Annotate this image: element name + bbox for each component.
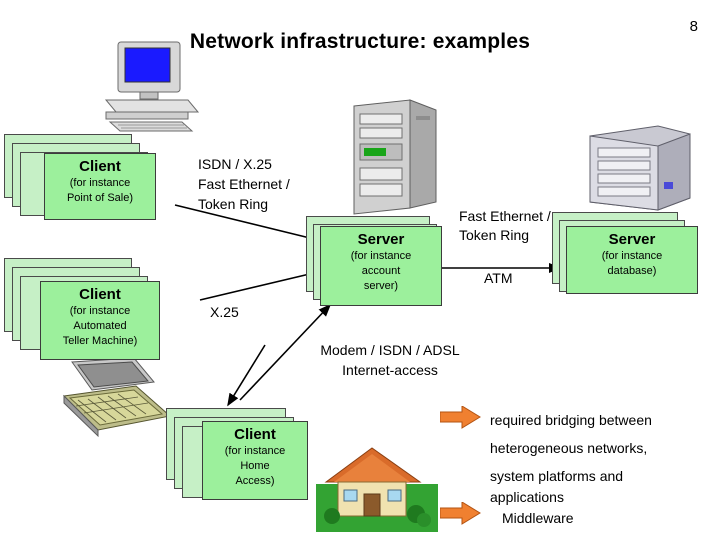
server-database-node[interactable]: Server (for instance database): [552, 212, 702, 308]
server-account-sub3: server): [363, 280, 399, 292]
legend-line-1: required bridging between: [490, 412, 652, 428]
client-home-node[interactable]: Client (for instance Home Access): [166, 408, 336, 512]
arrow-right-icon: [440, 406, 481, 429]
legend-line-2: heterogeneous networks,: [490, 440, 648, 456]
server-account-title: Server: [357, 231, 405, 248]
client-atm-sub2: Automated: [73, 320, 127, 332]
link-label-fast-ethernet-2: Fast Ethernet /: [459, 208, 551, 224]
link-label-fast-ethernet-1: Fast Ethernet /: [198, 176, 290, 192]
slide-number: 8: [689, 18, 698, 35]
server-database-title: Server: [608, 231, 656, 248]
client-pos-sub2: Point of Sale): [66, 192, 134, 204]
legend-line-3: system platforms and: [490, 468, 624, 484]
link-label-modem: Modem / ISDN / ADSL: [320, 342, 460, 358]
server-database-sub2: database): [607, 265, 657, 277]
client-pos-box[interactable]: Client (for instance Point of Sale): [44, 153, 156, 220]
server-database-box[interactable]: Server (for instance database): [566, 226, 698, 294]
server-account-sub1: (for instance: [350, 250, 412, 262]
server-account-box[interactable]: Server (for instance account server): [320, 226, 442, 306]
link-label-x25: X.25: [210, 304, 239, 320]
server-database-sub1: (for instance: [601, 250, 663, 262]
server-tower-icon: [353, 99, 437, 215]
client-atm-box[interactable]: Client (for instance Automated Teller Ma…: [40, 281, 160, 360]
page-title: Network infrastructure: examples: [189, 30, 531, 53]
client-pos-title: Client: [79, 158, 121, 175]
server-account-sub2: account: [361, 265, 401, 277]
client-atm-sub3: Teller Machine): [62, 335, 138, 347]
client-atm-title: Client: [79, 286, 121, 303]
link-label-isdn-x25: ISDN / X.25: [198, 156, 272, 172]
client-atm-node[interactable]: Client (for instance Automated Teller Ma…: [4, 258, 172, 362]
client-home-title: Client: [234, 426, 276, 443]
arrow-right-icon-2: [440, 502, 481, 525]
link-label-internet-access: Internet-access: [342, 362, 438, 378]
client-atm-sub1: (for instance: [69, 305, 131, 317]
client-home-sub3: Access): [235, 475, 275, 487]
client-home-sub2: Home: [240, 460, 270, 472]
link-label-token-ring-2: Token Ring: [459, 227, 530, 243]
link-label-atm: ATM: [484, 270, 513, 286]
server-rack-icon: [589, 125, 691, 211]
client-home-sub1: (for instance: [224, 445, 286, 457]
client-pos-sub1: (for instance: [69, 177, 131, 189]
client-home-box[interactable]: Client (for instance Home Access): [202, 421, 308, 500]
server-account-node[interactable]: Server (for instance account server): [306, 216, 456, 316]
house-icon: [316, 447, 438, 532]
legend-line-5: Middleware: [502, 510, 574, 526]
client-pos-node[interactable]: Client (for instance Point of Sale): [4, 134, 172, 226]
laptop-icon: [62, 357, 172, 438]
desktop-computer-icon: [104, 41, 200, 132]
legend-line-4: applications: [490, 489, 564, 505]
link-label-token-ring-1: Token Ring: [198, 196, 269, 212]
